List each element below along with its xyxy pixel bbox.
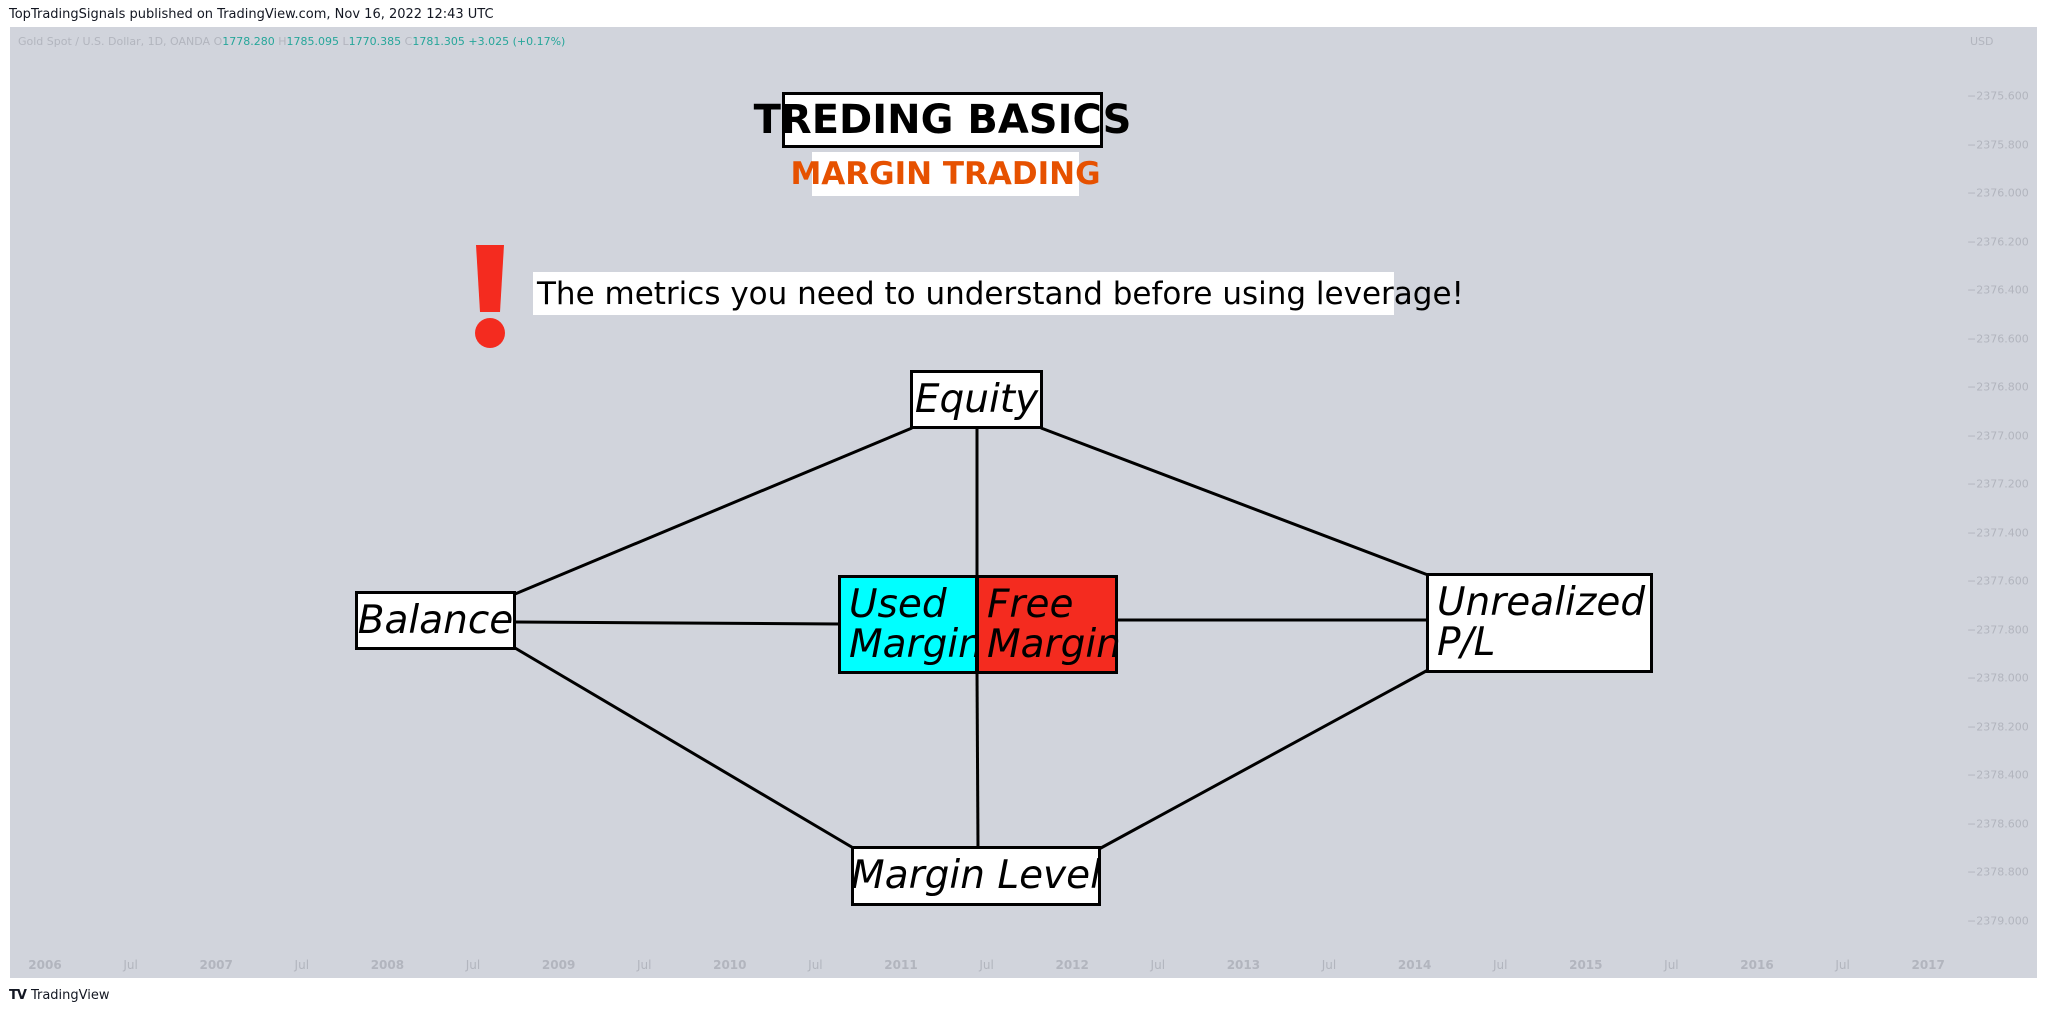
close-key: C [404, 35, 413, 48]
time-tick: 2006 [28, 958, 62, 972]
time-tick: Jul [979, 958, 994, 972]
price-tick: −2376.400 [1967, 283, 2029, 297]
symbol-name[interactable]: Gold Spot / U.S. Dollar, 1D, OANDA [18, 35, 211, 48]
time-tick: 2012 [1055, 958, 1089, 972]
title-box: TREDING BASICS [754, 92, 1131, 148]
high-value: 1785.095 [286, 35, 340, 48]
symbol-legend: Gold Spot / U.S. Dollar, 1D, OANDA O1778… [18, 35, 565, 48]
unrealized-pl-line1: Unrealized [1437, 580, 1646, 625]
low-key: L [342, 35, 349, 48]
time-tick: 2008 [370, 958, 405, 972]
footer-brand-text: TradingView [30, 988, 110, 1003]
line-center-mlevel [975, 671, 980, 849]
time-tick: 2010 [713, 958, 747, 972]
time-tick: Jul [1492, 958, 1508, 972]
time-tick: Jul [465, 958, 481, 972]
equity-label: Equity [914, 376, 1039, 422]
time-tick: 2013 [1226, 958, 1261, 972]
margin-level-label: Margin Level [851, 853, 1101, 898]
balance-label: Balance [357, 597, 514, 643]
price-tick: −2375.600 [1967, 89, 2029, 103]
free-margin-line2: Margin [987, 621, 1121, 667]
line-balance-mlevel [514, 646, 856, 851]
price-tick: −2376.800 [1967, 380, 2029, 394]
currency-label[interactable]: USD [1970, 35, 1994, 48]
exclamation-icon [475, 245, 505, 348]
time-tick: Jul [1664, 958, 1679, 972]
time-tick: Jul [1835, 958, 1850, 972]
price-tick: −2378.400 [1967, 768, 2029, 782]
time-tick: Jul [1321, 958, 1337, 972]
title-text: TREDING BASICS [753, 97, 1132, 143]
used-margin-line2: Margin [849, 621, 983, 667]
low-value: 1770.385 [348, 35, 402, 48]
price-tick: −2377.000 [1967, 429, 2029, 442]
price-tick: −2379.000 [1967, 914, 2029, 927]
open-value: 1778.280 [222, 35, 275, 48]
price-tick: −2376.000 [1967, 186, 2029, 200]
balance-node: Balance [355, 591, 516, 650]
price-scale[interactable] [1965, 27, 2037, 978]
subtitle-box: MARGIN TRADING [790, 152, 1101, 196]
time-tick: Jul [123, 958, 138, 972]
equity-node: Equity [910, 370, 1043, 429]
time-tick: Jul [808, 958, 823, 972]
margin-level-node: Margin Level [851, 846, 1101, 906]
price-tick: −2375.800 [1967, 138, 2029, 151]
price-tick: −2377.800 [1967, 623, 2029, 636]
price-tick: −2376.200 [1967, 235, 2029, 248]
time-tick: 2011 [884, 958, 918, 972]
unrealized-pl-node: Unrealized P/L [1426, 573, 1653, 673]
price-tick: −2377.600 [1967, 574, 2029, 588]
line-equity-balance [514, 426, 913, 596]
time-tick: 2016 [1740, 958, 1774, 972]
price-tick: −2377.400 [1967, 526, 2029, 539]
time-tick: 2009 [541, 958, 576, 972]
close-value: 1781.305 [412, 35, 465, 48]
time-tick: 2017 [1911, 958, 1945, 972]
open-key: O [213, 35, 223, 48]
unrealized-pl-line2: P/L [1437, 620, 1496, 665]
price-tick: −2378.200 [1967, 720, 2029, 733]
tagline-box: The metrics you need to understand befor… [533, 272, 1464, 315]
price-tick: −2376.600 [1967, 332, 2029, 345]
line-unrealized-mlevel [1098, 668, 1429, 851]
price-tick: −2378.000 [1967, 671, 2029, 685]
time-tick: Jul [636, 958, 652, 972]
price-tick: −2378.600 [1967, 817, 2029, 830]
price-tick: −2377.200 [1967, 477, 2029, 491]
used-margin-node: Used Margin [838, 575, 983, 674]
time-tick: Jul [294, 958, 310, 972]
change-value: +3.025 (+0.17%) [468, 35, 566, 48]
line-balance-used [514, 620, 841, 626]
line-equity-unrealized [1040, 426, 1429, 577]
high-key: H [278, 35, 287, 48]
tagline-text: The metrics you need to understand befor… [537, 275, 1464, 312]
time-tick: 2014 [1397, 958, 1432, 972]
published-caption: TopTradingSignals published on TradingVi… [9, 7, 494, 22]
footer-brand[interactable]: TV TradingView [9, 988, 109, 1003]
time-tick: 2007 [199, 958, 233, 972]
used-margin-line1: Used [849, 581, 947, 627]
free-margin-node: Free Margin [976, 575, 1121, 674]
free-margin-line1: Free [987, 581, 1074, 627]
tradingview-logo-icon: TV [9, 988, 27, 1003]
price-tick: −2378.800 [1967, 865, 2029, 879]
time-tick: Jul [1150, 958, 1166, 972]
subtitle-text: MARGIN TRADING [790, 156, 1101, 192]
time-tick: 2015 [1569, 958, 1603, 972]
